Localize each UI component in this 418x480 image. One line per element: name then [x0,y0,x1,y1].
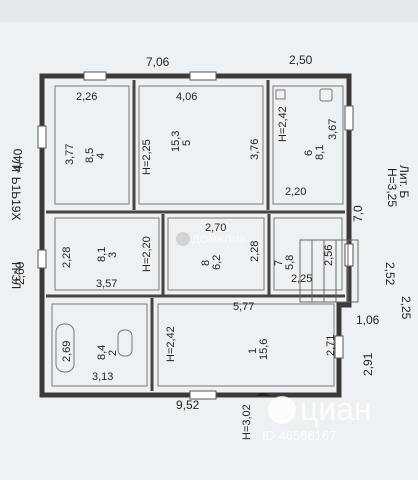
window-right-2 [344,243,354,267]
room-1-number: 1 [247,348,259,354]
window-right-1 [344,105,354,131]
room-3-outline [54,217,160,291]
outer-wall [39,73,352,398]
stove-icon [319,88,333,102]
window-top-2 [189,71,217,81]
paper-top-band [0,0,418,22]
room-6-ceiling-height: H=2,42 [277,106,289,142]
room-4-outline [54,85,130,205]
room-3-area: 8,1 [96,247,108,262]
room-4-height: 3,77 [64,144,76,165]
cian-text: циан [300,391,372,427]
room-1-height: 2,71 [325,335,337,356]
room-2-number: 2 [107,350,119,356]
room-6-width: 2,20 [285,186,306,198]
room-1-outline [157,303,335,387]
room-1-label: 1 15,6 [247,339,270,360]
room-7-label: 7 5,8 [273,255,296,270]
side-text-right-4: 2,25 [399,296,413,320]
room-7-width: 2,25 [291,273,312,285]
room-7-area: 5,8 [284,255,296,270]
dim-top-left: 7,06 [146,55,170,69]
window-bottom-1 [189,390,217,400]
window-left-1 [37,125,47,149]
bathtub-icon [55,323,75,373]
room-1-area: 15,6 [258,339,270,360]
domclick-logo-icon [176,232,190,246]
room-8-number: 8 [200,260,212,266]
entrance-door [256,393,270,396]
room-8-height: 2,28 [249,241,261,262]
cian-watermark: циан ID 46586167 [262,391,372,443]
cian-id-text: ID 46586167 [262,428,336,443]
dim-right-mid: 7,0 [351,205,365,222]
windows [37,71,354,400]
room-5-number: 5 [181,140,193,146]
side-text-right-1: Лит. Б [397,165,411,198]
bottom-height-note: H=3,02 [241,404,253,440]
room-3-ceiling-height: H=2,20 [141,236,153,272]
side-text-left-2: П-3Л [9,262,23,289]
room-4-area: 8,5 [84,148,96,163]
porch-stairs [299,239,359,303]
side-text-right-2: H=3,25 [385,168,399,207]
room-2-area: 8,4 [96,345,108,360]
room-5-label: 5 15,3 [170,131,193,152]
room-7-number: 7 [273,260,285,266]
room-6-label: 6 8,1 [303,145,326,160]
room-3-width: 3,57 [96,278,117,290]
room-4-width: 2,26 [76,91,97,103]
window-right-3 [334,335,344,359]
dim-left-upper: 4,40 [11,148,25,172]
side-text-right-3: 2,52 [383,262,397,286]
box-marker-icon [275,89,286,100]
room-5-area: 15,3 [170,131,182,152]
room-3-height: 2,28 [61,247,73,268]
room-2-outline [51,303,148,387]
room-5-outline [138,85,264,205]
room-1-ceiling-height: H=2,42 [165,326,177,362]
domclick-watermark: ДОМКЛИК [176,232,247,246]
dim-left-lower: 2,60 [13,261,27,285]
room-7-outline [273,217,343,291]
dim-bottom: 9,52 [176,398,200,412]
domclick-text: ДОМКЛИК [192,234,247,246]
room-5-height: 3,76 [249,139,261,160]
room-5-width: 4,06 [176,91,197,103]
room-4-label: 4 8,5 [84,148,107,163]
room-5-ceiling-height: H=2,25 [141,139,153,175]
side-text-left-1: Лт Ь1Ь19Х [9,160,23,220]
room-6-height: 3,67 [327,119,339,140]
room-8-width: 2,70 [205,222,226,234]
toilet-icon [117,329,133,357]
window-top-1 [83,71,107,81]
room-8-label: 8 6,2 [200,255,223,270]
room-6-outline [272,85,344,205]
dim-right-step: 1,06 [356,313,380,327]
room-2-height: 2,69 [61,341,73,362]
room-1-width: 5,77 [233,301,254,313]
room-6-area: 8,1 [314,145,326,160]
room-3-label: 3 8,1 [96,247,119,262]
dim-top-right: 2,50 [289,53,313,67]
room-8-outline [167,217,265,291]
room-8-area: 6,2 [211,255,223,270]
dim-right-lower: 2,91 [361,352,375,376]
room-6-number: 6 [303,150,315,156]
room-2-width: 3,13 [92,371,113,383]
cian-logo-icon [268,396,296,424]
window-left-2 [37,249,47,269]
room-7-height: 2,56 [323,245,335,266]
room-3-number: 3 [107,252,119,258]
room-2-label: 2 8,4 [96,345,119,360]
room-4-number: 4 [95,153,107,159]
